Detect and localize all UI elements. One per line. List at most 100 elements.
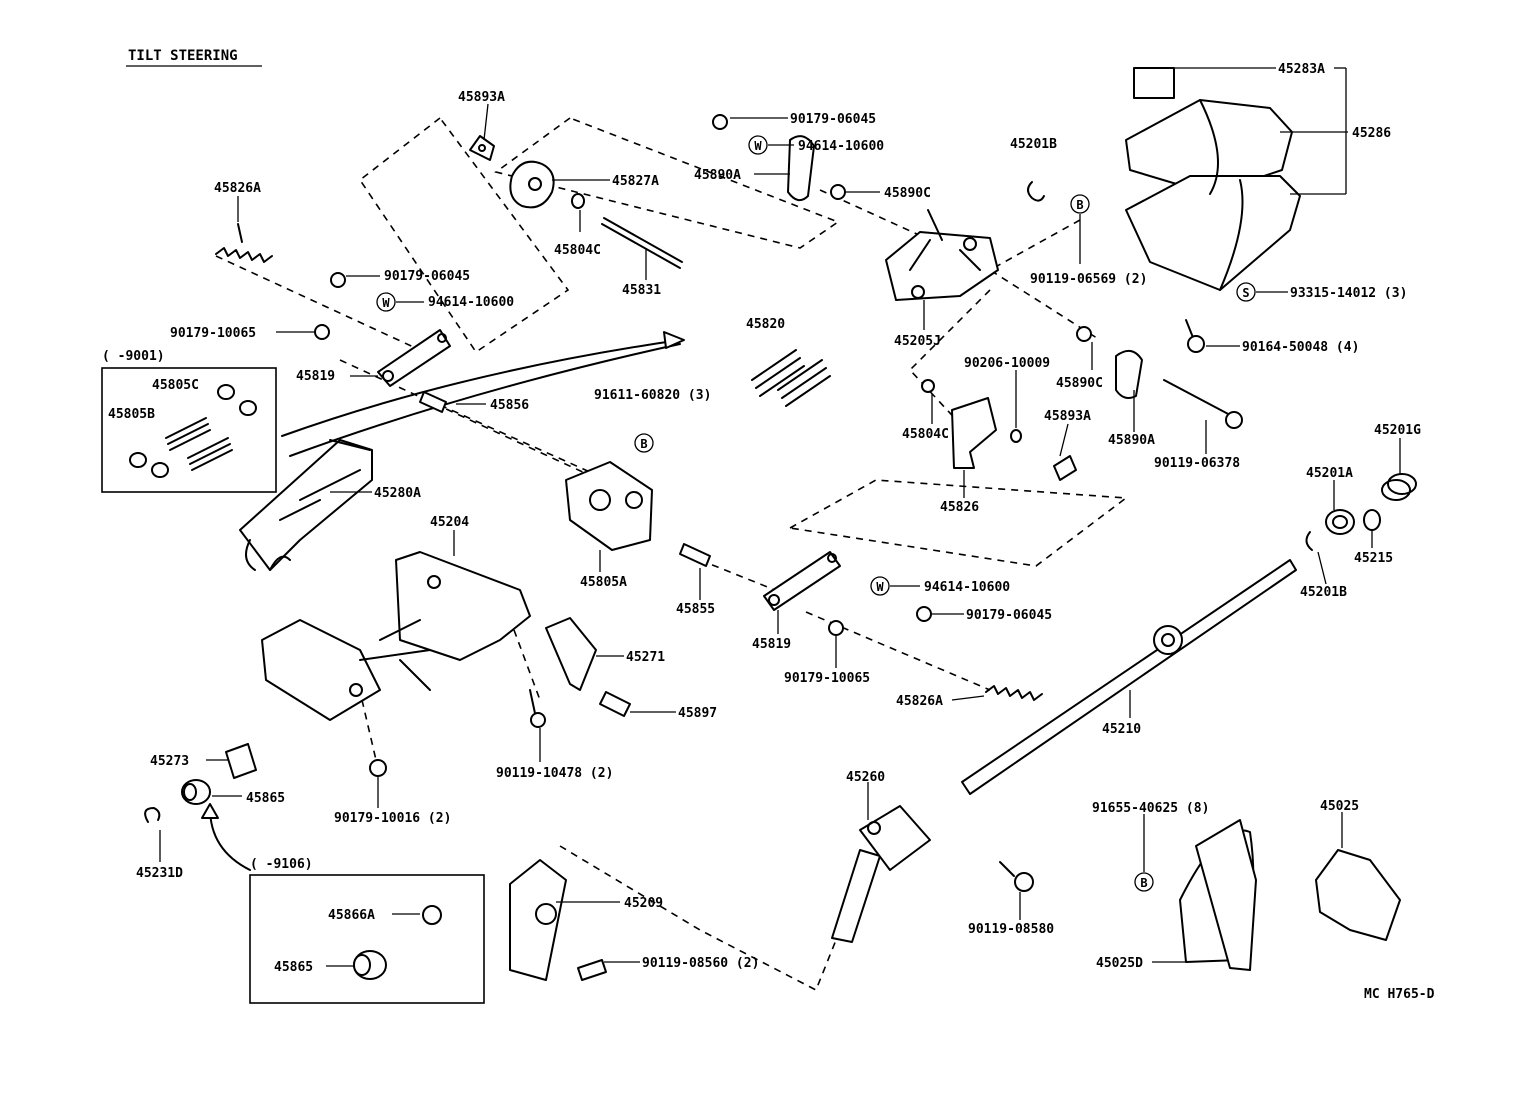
bushing-45804C-icon bbox=[571, 193, 585, 209]
svg-text:B: B bbox=[640, 437, 647, 451]
callout-b-3: B bbox=[1134, 872, 1154, 892]
callout-b-1: B bbox=[1070, 194, 1090, 214]
shaft-45260-icon bbox=[831, 805, 931, 943]
spring-45820-icon bbox=[751, 349, 831, 407]
callout-s-1: S bbox=[1236, 282, 1256, 302]
plate-45827A-icon bbox=[509, 160, 555, 209]
svg-text:W: W bbox=[754, 139, 762, 153]
label-45025D: 45025D bbox=[1096, 956, 1143, 971]
bolt-90119-08560-icon bbox=[577, 959, 607, 981]
svg-text:B: B bbox=[1076, 198, 1083, 212]
bushing-45805B-icon bbox=[129, 384, 257, 478]
label-90179-10065-b: 90179-10065 bbox=[784, 671, 870, 686]
clip-45231D-icon bbox=[144, 807, 161, 823]
column-bracket-45204-icon bbox=[261, 551, 531, 721]
callout-w-3: W bbox=[870, 576, 890, 596]
label-45201A: 45201A bbox=[1306, 466, 1353, 481]
arrowhead-icon bbox=[663, 331, 685, 349]
spring-45201G-icon bbox=[1381, 473, 1417, 501]
label-45897: 45897 bbox=[678, 706, 717, 721]
label-45805A: 45805A bbox=[580, 575, 627, 590]
nut-90179-a-icon bbox=[314, 272, 346, 340]
label-91655-40625: 91655-40625 (8) bbox=[1092, 801, 1209, 816]
washer-90206-icon bbox=[1010, 429, 1022, 443]
callout-b-2: B bbox=[634, 433, 654, 453]
pin-45831-icon bbox=[601, 217, 683, 269]
label-45827A: 45827A bbox=[612, 174, 659, 189]
label-45820: 45820 bbox=[746, 317, 785, 332]
svg-text:S: S bbox=[1242, 286, 1249, 300]
spring-45826A-icon bbox=[215, 223, 273, 263]
svg-text:W: W bbox=[876, 580, 884, 594]
label-94614-10600-a: 94614-10600 bbox=[428, 295, 514, 310]
diagram-code: MC H765-D bbox=[1364, 987, 1435, 1002]
bracket-45826-icon bbox=[951, 397, 997, 469]
nut-90179-top-icon bbox=[712, 114, 728, 130]
label-45890A-top: 45890A bbox=[694, 168, 741, 183]
nut-90179-10065-b-icon bbox=[828, 620, 844, 636]
label-90164-50048: 90164-50048 (4) bbox=[1242, 340, 1359, 355]
label-45855: 45855 bbox=[676, 602, 715, 617]
label-45890C-mid: 45890C bbox=[1056, 376, 1103, 391]
bolt-90119-08580-icon bbox=[999, 861, 1034, 892]
shaft-45210-icon bbox=[961, 559, 1297, 795]
inset-box-9001: ( -9001) bbox=[101, 349, 277, 493]
dashed-guides bbox=[215, 117, 1129, 992]
label-90179-10016: 90179-10016 (2) bbox=[334, 811, 451, 826]
label-45280A: 45280A bbox=[374, 486, 421, 501]
bracket-45893A-mid-icon bbox=[1053, 455, 1077, 481]
label-45286: 45286 bbox=[1352, 126, 1391, 141]
label-45201B-mid: 45201B bbox=[1300, 585, 1347, 600]
joint-45209-icon bbox=[509, 859, 567, 981]
label-45819-b: 45819 bbox=[752, 637, 791, 652]
ring-45201B-top-icon bbox=[1027, 181, 1045, 202]
label-45205J: 45205J bbox=[894, 334, 941, 349]
label-45805C: 45805C bbox=[152, 378, 199, 393]
label-45201B-top: 45201B bbox=[1010, 137, 1057, 152]
lever-45890A-mid-icon bbox=[1115, 349, 1143, 399]
lever-45890A-icon bbox=[787, 135, 815, 202]
cover-45025-icon bbox=[1315, 849, 1401, 941]
lever-45819-a-icon bbox=[377, 329, 451, 387]
support-45205J-icon bbox=[885, 209, 999, 301]
label-45819-a: 45819 bbox=[296, 369, 335, 384]
label-45201G: 45201G bbox=[1374, 423, 1421, 438]
nut-90179-06045-b-icon bbox=[916, 606, 932, 622]
bolt-90119-06378-icon bbox=[1163, 379, 1243, 429]
label-90179-06045-a: 90179-06045 bbox=[384, 269, 470, 284]
callout-w-2: W bbox=[376, 292, 396, 312]
bushing-45273-icon bbox=[225, 743, 257, 779]
label-45826A-top: 45826A bbox=[214, 181, 261, 196]
range-label-9106: ( -9106) bbox=[250, 857, 313, 872]
label-90119-08580: 90119-08580 bbox=[968, 922, 1054, 937]
lock-body-45805A-icon bbox=[565, 461, 653, 551]
label-90119-06378: 90119-06378 bbox=[1154, 456, 1240, 471]
label-93315-14012: 93315-14012 (3) bbox=[1290, 286, 1407, 301]
nut-45890C-icon bbox=[830, 184, 846, 200]
label-90206-10009: 90206-10009 bbox=[964, 356, 1050, 371]
label-90179-10065-a: 90179-10065 bbox=[170, 326, 256, 341]
direction-arrow bbox=[281, 339, 681, 437]
bushing-45865-a-icon bbox=[181, 779, 211, 805]
svg-text:B: B bbox=[1140, 876, 1147, 890]
range-label-9001: ( -9001) bbox=[102, 349, 165, 364]
label-45283A-icon bbox=[1133, 67, 1175, 99]
nut-45890C-mid-icon bbox=[1076, 326, 1092, 342]
column-tube-45280A-icon bbox=[239, 439, 373, 571]
label-45215: 45215 bbox=[1354, 551, 1393, 566]
label-45831: 45831 bbox=[622, 283, 661, 298]
label-45804C-top: 45804C bbox=[554, 243, 601, 258]
label-45805B: 45805B bbox=[108, 407, 155, 422]
pin-45856-icon bbox=[419, 391, 447, 413]
label-45231D: 45231D bbox=[136, 866, 183, 881]
bolt-90119-10478-icon bbox=[529, 689, 546, 728]
leader-lines bbox=[159, 67, 1401, 967]
label-45260: 45260 bbox=[846, 770, 885, 785]
label-45893A-top: 45893A bbox=[458, 90, 505, 105]
label-90119-06569: 90119-06569 (2) bbox=[1030, 272, 1147, 287]
bushing-45865-icon bbox=[353, 950, 387, 980]
label-90179-06045-b: 90179-06045 bbox=[966, 608, 1052, 623]
label-90179-06045-top: 90179-06045 bbox=[790, 112, 876, 127]
pin-45855-icon bbox=[679, 543, 711, 567]
